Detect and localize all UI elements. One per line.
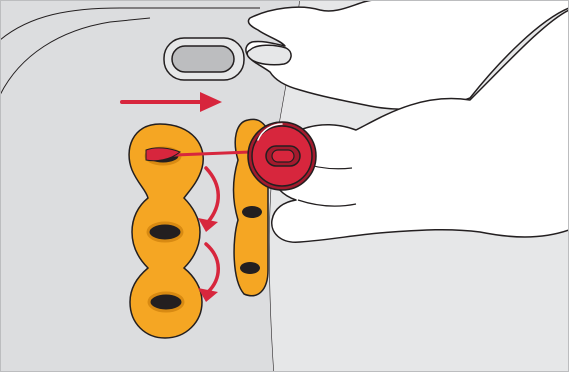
stopper-back-hole-2	[240, 262, 260, 274]
cap-slot-inner	[272, 150, 294, 162]
stopper-front-hole-2	[148, 223, 182, 241]
handle-slot-inner	[172, 46, 234, 72]
red-stopper-cap-icon	[248, 122, 316, 190]
handle-slot	[164, 38, 244, 80]
stopper-back-hole-1	[242, 206, 262, 218]
stopper-front-hole-3	[149, 293, 183, 311]
hand-upper-thumb	[247, 45, 291, 65]
